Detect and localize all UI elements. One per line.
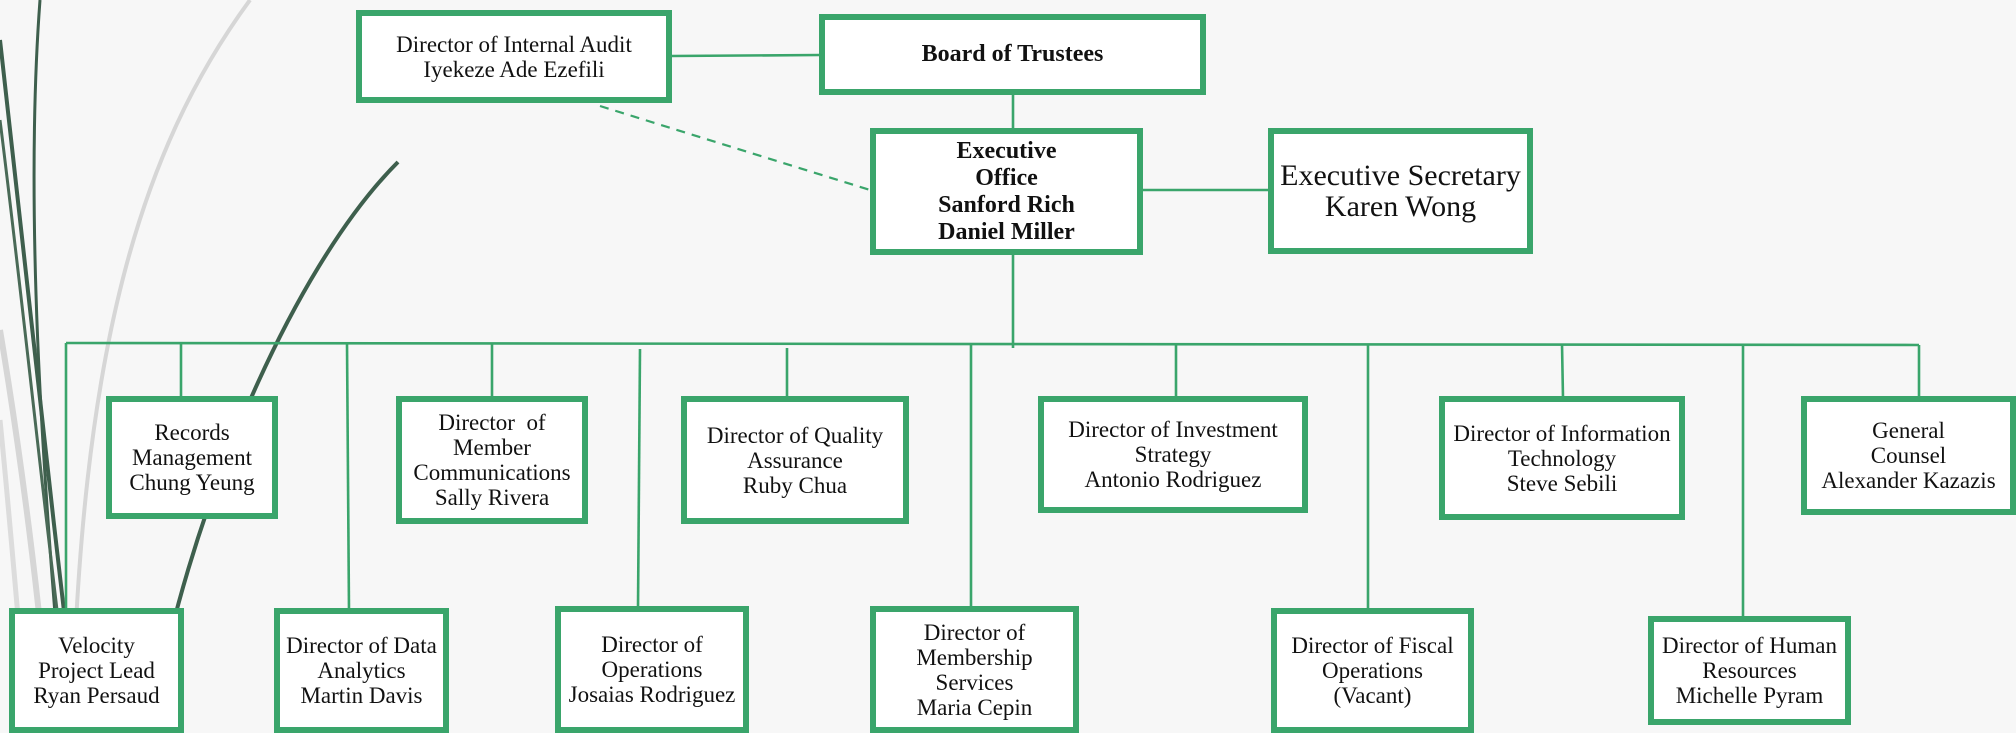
executive-office-line-1: Executive [956,137,1057,164]
human-resources-box: Director of Human Resources Michelle Pyr… [1648,616,1851,725]
connector-audit-board [670,53,821,58]
information-technology-line-1: Director of Information [1453,420,1671,446]
investment-strategy-box: Director of Investment Strategy Antonio … [1038,396,1308,513]
connector-information-technology [1560,343,1565,399]
executive-secretary-name: Karen Wong [1324,190,1477,223]
velocity-line-1: Velocity [58,633,135,658]
member-communications-line-3: Communications [413,460,571,485]
general-counsel-line-1: General [1872,418,1945,443]
fiscal-operations-status: (Vacant) [1333,683,1412,708]
board-of-trustees-box: Board of Trustees [819,14,1206,95]
data-analytics-line-1: Director of Data [286,633,437,658]
quality-assurance-line-2: Assurance [747,447,843,473]
investment-strategy-line-1: Director of Investment [1068,417,1278,442]
member-communications-line-2: Member [453,435,531,460]
quality-assurance-line-1: Director of Quality [706,422,884,448]
general-counsel-box: General Counsel Alexander Kazazis [1801,396,2016,515]
membership-services-name: Maria Cepin [916,694,1033,720]
fiscal-operations-line-2: Operations [1322,658,1423,683]
member-communications-line-1: Director of [438,410,546,435]
quality-assurance-box: Director of Quality Assurance Ruby Chua [681,396,909,524]
executive-secretary-title: Executive Secretary [1280,159,1521,192]
general-counsel-line-2: Counsel [1870,443,1947,468]
membership-services-line-1: Director of [923,619,1026,645]
operations-name: Josaias Rodriguez [568,682,736,707]
data-analytics-name: Martin Davis [300,683,423,708]
data-analytics-box: Director of Data Analytics Martin Davis [274,608,449,733]
connector-operations [636,348,642,609]
executive-office-line-2: Office [975,164,1038,191]
records-management-line-1: Records [154,420,230,445]
records-management-box: Records Management Chung Yeung [106,396,278,519]
decor-stroke-light-1 [70,0,252,733]
information-technology-name: Steve Sebili [1506,470,1618,496]
velocity-name: Ryan Persaud [33,683,160,708]
membership-services-line-3: Services [935,669,1014,695]
executive-office-box: Executive Office Sanford Rich Daniel Mil… [870,128,1143,255]
velocity-line-2: Project Lead [38,658,155,683]
human-resources-line-1: Director of Human [1662,633,1837,658]
human-resources-name: Michelle Pyram [1675,683,1824,708]
records-management-name: Chung Yeung [129,470,255,495]
connector-data-analytics [345,342,351,613]
member-communications-name: Sally Rivera [434,485,550,510]
membership-services-box: Director of Membership Services Maria Ce… [870,606,1079,733]
information-technology-line-2: Technology [1507,445,1617,471]
operations-line-1: Director of [601,632,703,657]
investment-strategy-name: Antonio Rodriguez [1084,467,1262,492]
operations-box: Director of Operations Josaias Rodriguez [555,606,749,733]
fiscal-operations-line-1: Director of Fiscal [1291,633,1454,658]
connector-horizontal-bus [65,341,1920,347]
human-resources-line-2: Resources [1702,658,1797,683]
quality-assurance-name: Ruby Chua [742,472,848,498]
information-technology-box: Director of Information Technology Steve… [1439,396,1685,520]
executive-office-name-1: Sanford Rich [938,191,1075,218]
member-communications-box: Director of Member Communications Sally … [396,396,588,524]
investment-strategy-line-2: Strategy [1134,442,1212,467]
fiscal-operations-box: Director of Fiscal Operations (Vacant) [1271,608,1474,733]
connector-audit-executive-dashed [599,104,871,192]
data-analytics-line-2: Analytics [317,658,406,683]
operations-line-2: Operations [601,657,703,682]
executive-office-name-2: Daniel Miller [938,218,1075,245]
board-of-trustees-title: Board of Trustees [921,41,1104,67]
internal-audit-box: Director of Internal Audit Iyekeze Ade E… [356,10,672,103]
velocity-box: Velocity Project Lead Ryan Persaud [9,608,184,733]
membership-services-line-2: Membership [916,644,1033,670]
internal-audit-name: Iyekeze Ade Ezefili [423,56,605,82]
records-management-line-2: Management [131,445,253,470]
general-counsel-name: Alexander Kazazis [1821,468,1996,493]
executive-secretary-box: Executive Secretary Karen Wong [1268,128,1533,254]
internal-audit-title: Director of Internal Audit [396,31,632,57]
